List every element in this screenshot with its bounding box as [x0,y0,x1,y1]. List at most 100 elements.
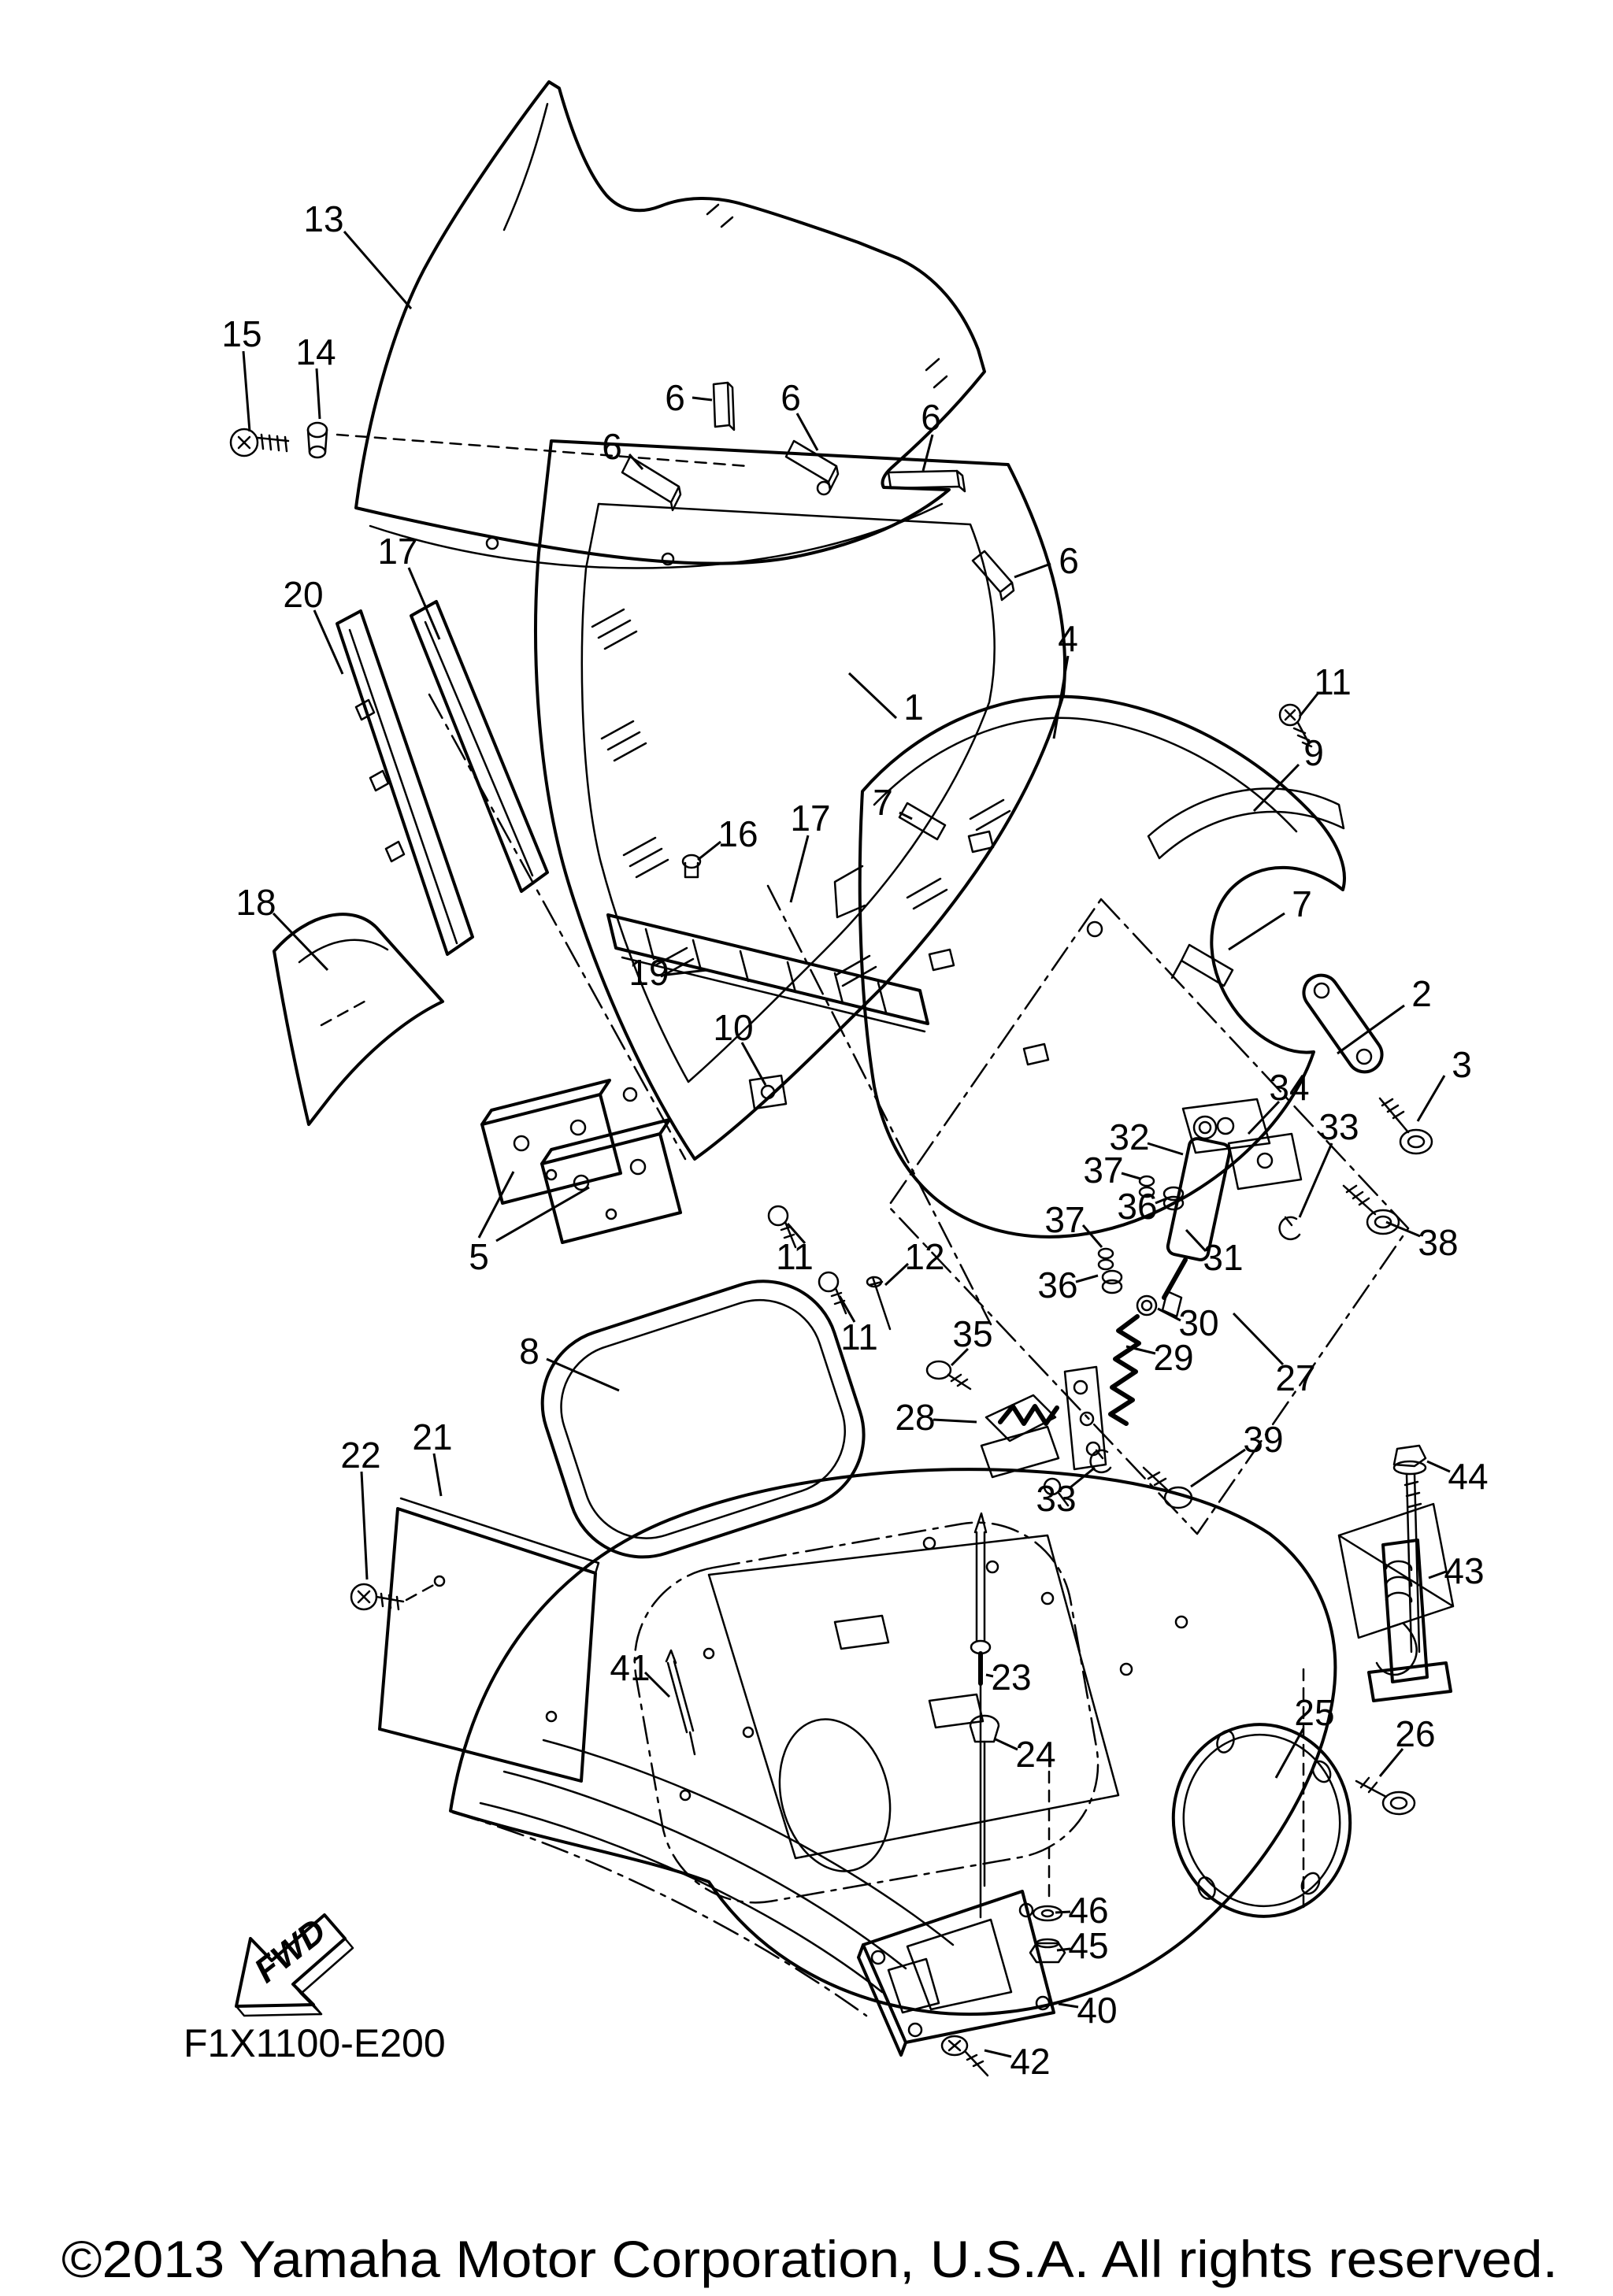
leader-line-14 [315,368,321,420]
callout-label-37: 37 [1044,1199,1085,1240]
leader-line-16 [697,840,721,861]
leader-line-33 [1298,1142,1333,1218]
leader-line-37 [1081,1224,1103,1248]
callout-label-6: 6 [602,426,622,467]
callout-label-6: 6 [665,377,685,418]
hood-frame-art [428,439,1066,1326]
rod-23-24-art [969,1512,1000,1919]
panel-21-art [350,1497,600,1783]
trim-strips-art [336,600,549,956]
leader-line-33 [1070,1466,1096,1489]
leader-line-45 [1056,1947,1071,1952]
leader-line-5 [477,1171,515,1239]
leader-line-5 [495,1186,590,1242]
plug-16-art [681,854,702,879]
leader-line-17 [407,567,441,640]
hinge-28-art [767,1205,1193,1509]
callout-label-41: 41 [610,1647,650,1688]
seal-ring-8-art [540,1279,866,1559]
leader-line-3 [1416,1075,1446,1122]
leader-line-15 [242,350,251,432]
callout-label-10: 10 [713,1007,753,1048]
leader-line-4 [1052,655,1070,739]
leader-line-6 [692,396,713,402]
callout-label-22: 22 [340,1435,380,1476]
leader-line-44 [1426,1460,1451,1473]
callout-label-33: 33 [1318,1106,1359,1147]
leader-line-6 [1014,562,1051,579]
fwd-label: FWD [247,1912,333,1990]
leader-line-11 [1298,693,1319,717]
fwd-arrow: FWD [235,1912,354,2017]
leader-line-40 [1058,2002,1079,2009]
callout-label-5: 5 [469,1236,489,1277]
leader-line-11 [838,1295,856,1323]
callout-label-42: 42 [1010,2041,1050,2082]
leader-line-7 [899,811,913,820]
callout-label-23: 23 [991,1657,1031,1698]
bracket-40-art [857,1890,1055,2077]
leader-line-6 [628,453,644,471]
callout-label-28: 28 [895,1397,935,1438]
leader-line-1 [847,672,898,720]
leader-line-36 [1075,1274,1099,1283]
callout-label-20: 20 [283,574,323,615]
callout-label-3: 3 [1452,1044,1472,1085]
part-code: F1X1100-E200 [184,2021,446,2065]
leader-line-46 [1055,1910,1071,1914]
hinge-plates-5-art [480,1079,682,1244]
leader-line-27 [1232,1312,1285,1366]
leader-line-36 [1155,1196,1170,1205]
callout-label-6: 6 [921,397,941,438]
leader-line-18 [272,912,329,972]
assembly-boundary-27-art [887,898,1410,1535]
deck-panel-art [833,694,1346,1239]
leader-line-9 [1252,763,1300,813]
leader-line-28 [933,1418,977,1424]
callout-label-4: 4 [1058,618,1078,659]
callout-label-11: 11 [776,1236,814,1277]
leader-line-29 [1125,1345,1156,1355]
leader-line-19 [666,968,708,976]
pads-7-art [898,802,1234,987]
leader-line-42 [984,2049,1012,2058]
callout-label-35: 35 [952,1313,992,1354]
callout-label-15: 15 [221,313,261,354]
callout-label-17: 17 [790,798,830,839]
callout-label-32: 32 [1109,1117,1149,1157]
strip-9-art [1147,787,1345,860]
leader-line-23 [985,1673,994,1678]
callout-label-7: 7 [873,782,893,823]
callout-label-8: 8 [519,1331,540,1372]
leader-line-25 [1274,1728,1305,1779]
leader-line-21 [432,1453,443,1497]
leader-line-6 [921,434,934,472]
callout-label-36: 36 [1037,1265,1077,1305]
windshield-art [336,80,986,569]
leader-line-6 [795,413,819,451]
callout-label-30: 30 [1178,1302,1218,1343]
leader-line-26 [1378,1748,1404,1777]
callout-label-24: 24 [1015,1734,1055,1775]
pin-41-art [665,1649,696,1756]
leader-line-20 [313,609,344,675]
callout-label-45: 45 [1068,1925,1108,1966]
callout-label-9: 9 [1303,732,1324,773]
vent-19-art [606,913,929,1033]
callout-label-7: 7 [1292,883,1312,924]
pads-6-art [621,381,1015,602]
callout-label-26: 26 [1395,1713,1435,1754]
screw-15-and-nut-14-art [229,421,328,459]
callout-label-25: 25 [1294,1692,1334,1733]
clip-10-art [748,1074,788,1110]
leader-line-12 [884,1262,910,1287]
leader-line-39 [1190,1448,1246,1488]
callout-label-27: 27 [1275,1357,1315,1398]
leader-line-30 [1157,1307,1181,1322]
callout-label-38: 38 [1418,1222,1458,1263]
callout-label-39: 39 [1243,1419,1283,1460]
callout-label-13: 13 [303,198,343,239]
leader-line-2 [1337,1004,1405,1055]
